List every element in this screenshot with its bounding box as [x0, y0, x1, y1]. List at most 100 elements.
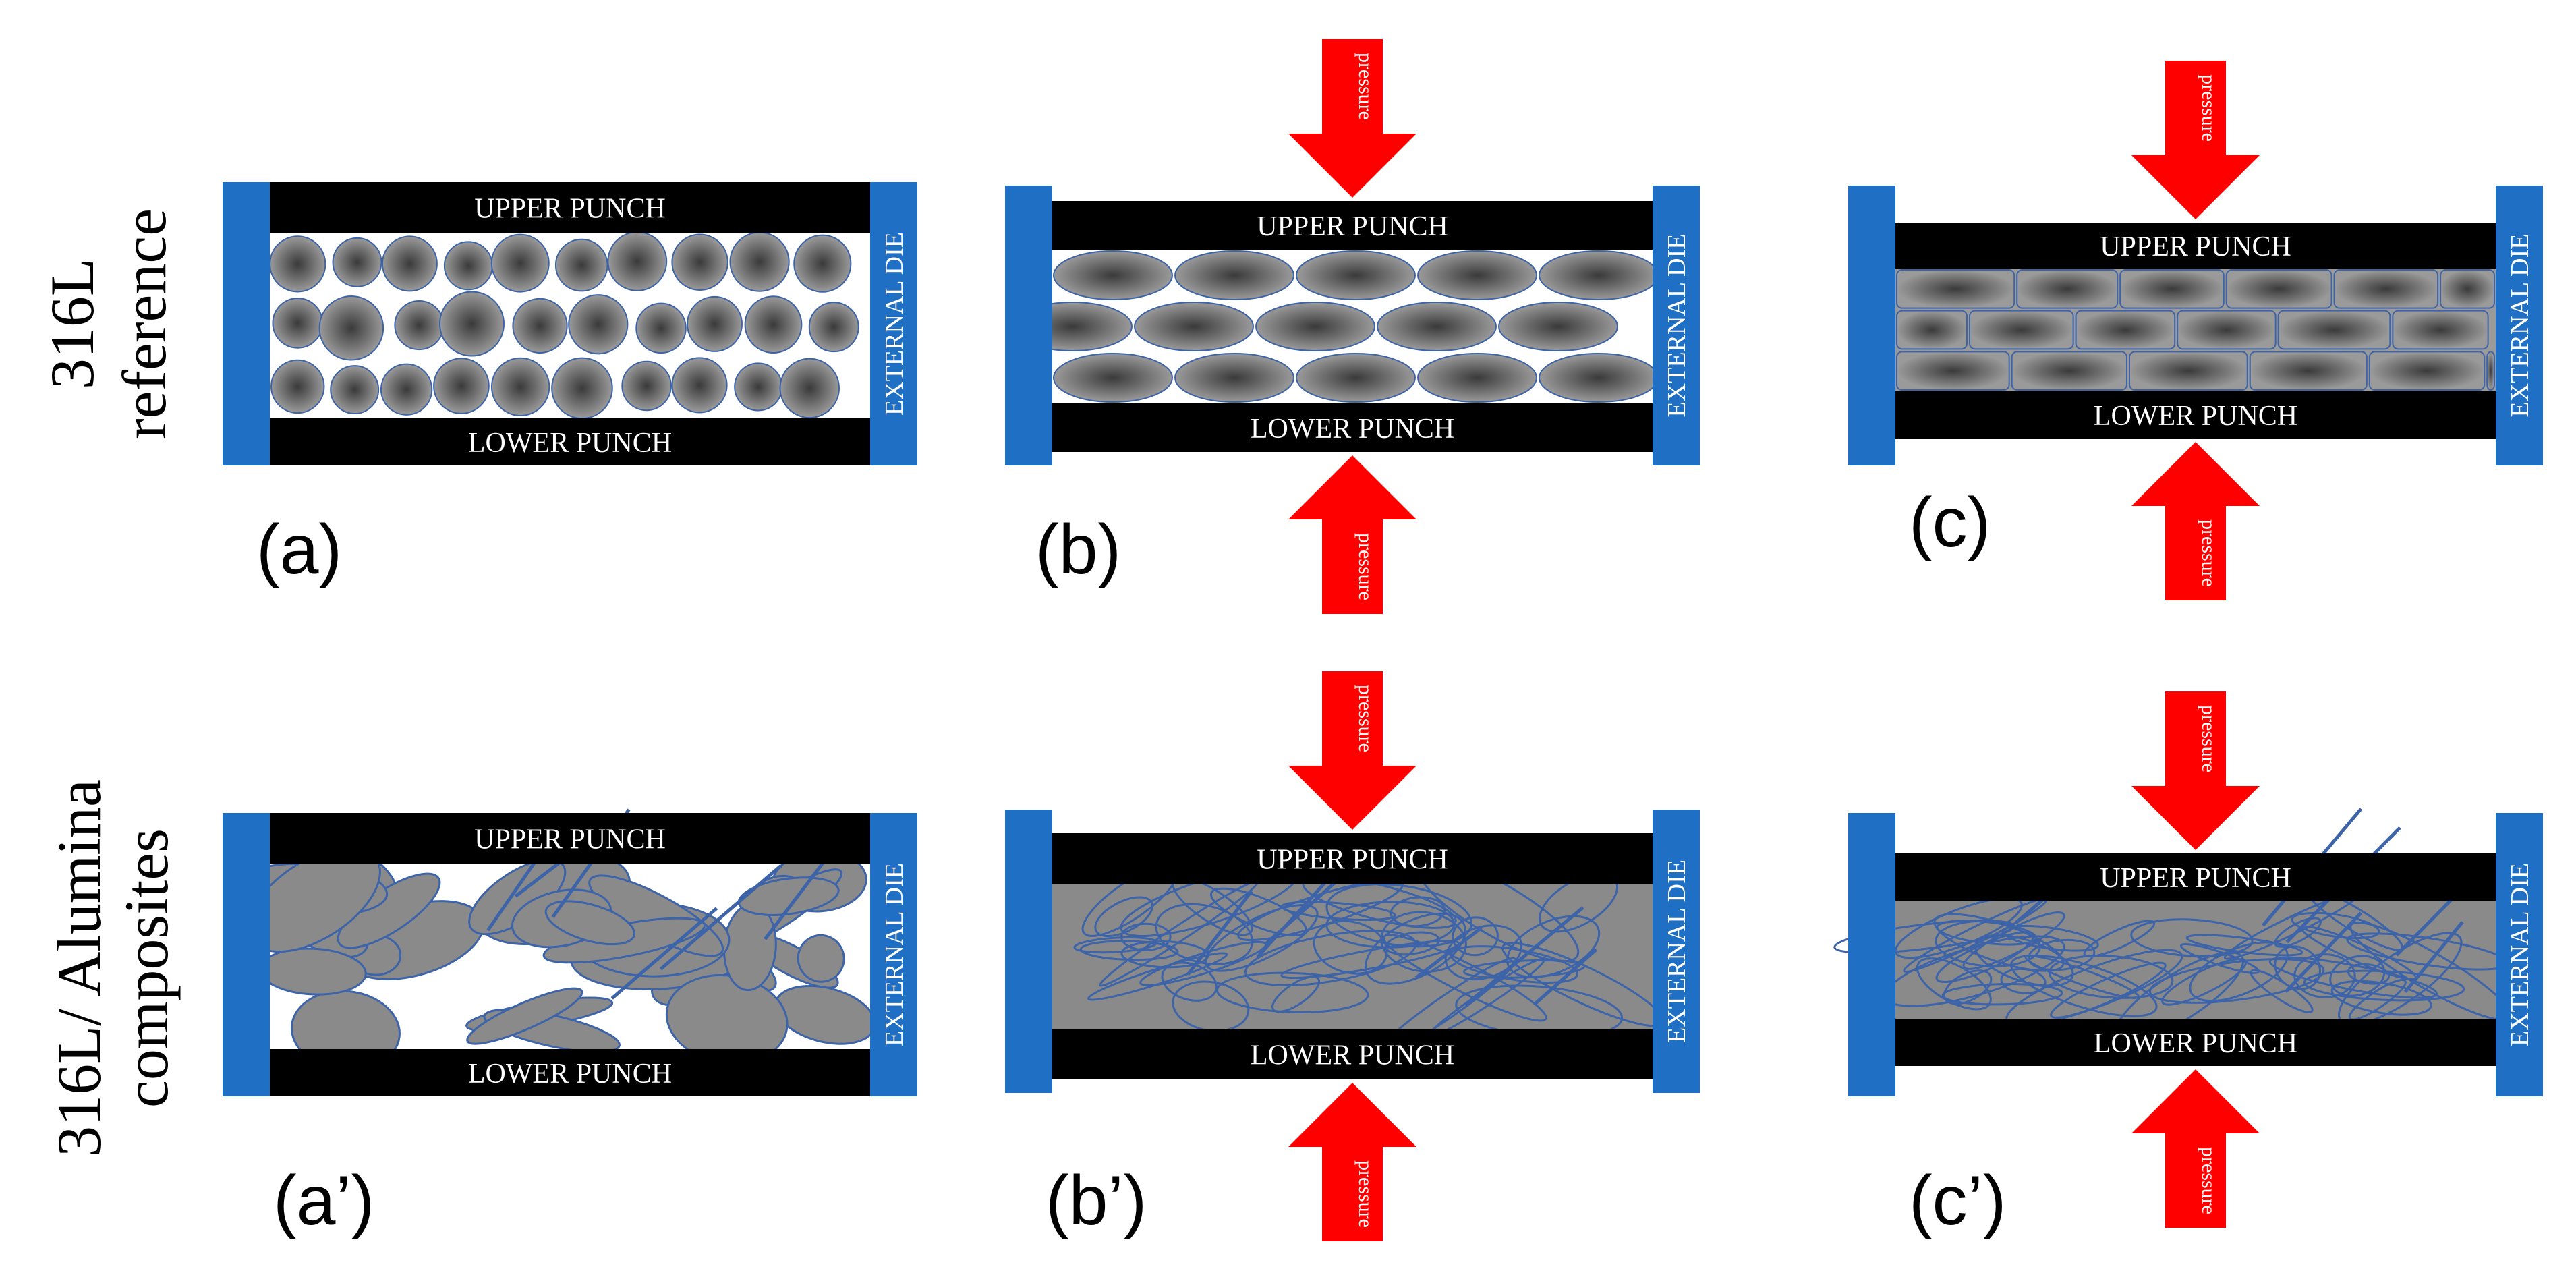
- composite-particle: [1452, 916, 1499, 957]
- external-die-label: EXTERNAL DIE: [880, 232, 909, 416]
- powder-particle: [1053, 250, 1173, 300]
- powder-particle: [1296, 250, 1416, 300]
- lower-punch: [1895, 391, 2496, 439]
- composite-particle: [2024, 955, 2140, 1000]
- composite-particle: [1933, 913, 2065, 972]
- powder-particle: [1896, 351, 2010, 391]
- powder-particle: [1539, 250, 1659, 300]
- powder-particle: [1174, 250, 1294, 300]
- lower-punch-label: LOWER PUNCH: [1251, 414, 1454, 445]
- pressure-arrow-down: [1288, 671, 1416, 830]
- upper-punch: [270, 182, 870, 233]
- alumina-rod: [1534, 948, 1598, 1005]
- composite-particle: [2291, 911, 2380, 940]
- powder-particle: [332, 237, 382, 287]
- composite-particle: [1073, 936, 1158, 954]
- alumina-rod: [1464, 906, 1584, 1007]
- powder-particle: [1969, 310, 2074, 350]
- upper-punch-label: UPPER PUNCH: [474, 194, 666, 225]
- row-label-316l-line2: reference: [110, 208, 179, 439]
- composite-particle: [1094, 896, 1153, 937]
- powder-particle: [607, 231, 668, 291]
- powder-particle: [1417, 353, 1537, 403]
- pressure-arrow-down: [1288, 39, 1416, 198]
- left-die-wall: [1005, 186, 1052, 465]
- right-die-wall: [1653, 810, 1700, 1093]
- powder-particle: [551, 357, 613, 420]
- alumina-rod: [659, 864, 782, 971]
- powder-particle: [318, 295, 384, 361]
- composite-particle: [2148, 958, 2325, 1004]
- powder-particle: [2225, 269, 2332, 309]
- composite-particle: [2189, 941, 2289, 1002]
- composite-particle: [2179, 943, 2260, 974]
- composite-particle: [2329, 955, 2386, 997]
- row-label-316l-line1: 316L: [38, 258, 107, 389]
- powder-particle: [2486, 351, 2496, 391]
- powder-particle: [2333, 269, 2439, 309]
- powder-particle: [2129, 351, 2248, 391]
- powder-particle: [1134, 302, 1254, 351]
- pressure-arrow-up: [2131, 442, 2260, 600]
- external-die-label: EXTERNAL DIE: [2506, 863, 2534, 1046]
- powder-particle: [438, 291, 505, 357]
- lower-punch-label: LOWER PUNCH: [2094, 1028, 2297, 1059]
- composite-particle: [466, 987, 583, 1045]
- right-die-wall: [870, 813, 917, 1096]
- composite-particle: [797, 934, 845, 983]
- powder-particle: [2368, 351, 2486, 391]
- lower-punch-label: LOWER PUNCH: [1251, 1040, 1454, 1071]
- alumina-rod: [1186, 890, 1253, 976]
- upper-punch-label: UPPER PUNCH: [1257, 211, 1448, 242]
- pressure-label: pressure: [2198, 1147, 2220, 1214]
- composite-particle: [1894, 897, 2023, 959]
- powder-particle: [793, 234, 852, 293]
- panel-label-b2: (b’): [1046, 1162, 1147, 1240]
- lower-punch: [1052, 1029, 1653, 1079]
- powder-particle: [433, 358, 490, 414]
- pressure-arrow-up: [1288, 1083, 1416, 1241]
- alumina-rod: [1263, 876, 1342, 947]
- lower-punch: [1052, 403, 1653, 452]
- lower-punch: [1895, 1019, 2496, 1066]
- composite-particle: [1313, 920, 1388, 975]
- powder-particle: [1417, 250, 1537, 300]
- powder-particle: [512, 298, 568, 354]
- composite-particle: [1280, 901, 1396, 922]
- pressure-arrow-up: [1288, 455, 1416, 614]
- panel-label-a2: (a’): [273, 1162, 374, 1240]
- powder-particle: [1896, 269, 2015, 309]
- composite-particle: [2002, 924, 2099, 952]
- upper-punch-label: UPPER PUNCH: [2100, 231, 2291, 262]
- composite-particle: [1943, 969, 1993, 1005]
- powder-particle: [269, 235, 326, 293]
- powder-particle: [394, 300, 445, 351]
- powder-particle: [554, 238, 608, 292]
- powder-particle: [272, 298, 324, 349]
- composite-particle: [2330, 980, 2432, 1016]
- powder-particle: [2249, 351, 2368, 391]
- powder-particle: [490, 357, 550, 417]
- alumina-rod: [610, 907, 718, 1000]
- powder-particle: [568, 294, 629, 355]
- right-die-wall: [2496, 186, 2543, 465]
- upper-punch: [1895, 853, 2496, 901]
- composite-particle: [2027, 938, 2096, 971]
- pressure-arrow-up: [2131, 1069, 2260, 1228]
- left-die-wall: [1005, 810, 1052, 1093]
- pressure-arrow-down: [2131, 691, 2260, 850]
- pressure-label: pressure: [1354, 53, 1377, 120]
- left-die-wall: [1848, 186, 1895, 465]
- powder-particle: [2011, 351, 2128, 391]
- powder-particle: [729, 231, 790, 292]
- composite-particle: [544, 900, 635, 946]
- composite-particle: [2348, 979, 2407, 1021]
- lower-punch-label: LOWER PUNCH: [468, 1058, 672, 1090]
- powder-particle: [1539, 353, 1659, 403]
- composite-particle: [2293, 953, 2356, 998]
- powder-particle: [2440, 269, 2495, 309]
